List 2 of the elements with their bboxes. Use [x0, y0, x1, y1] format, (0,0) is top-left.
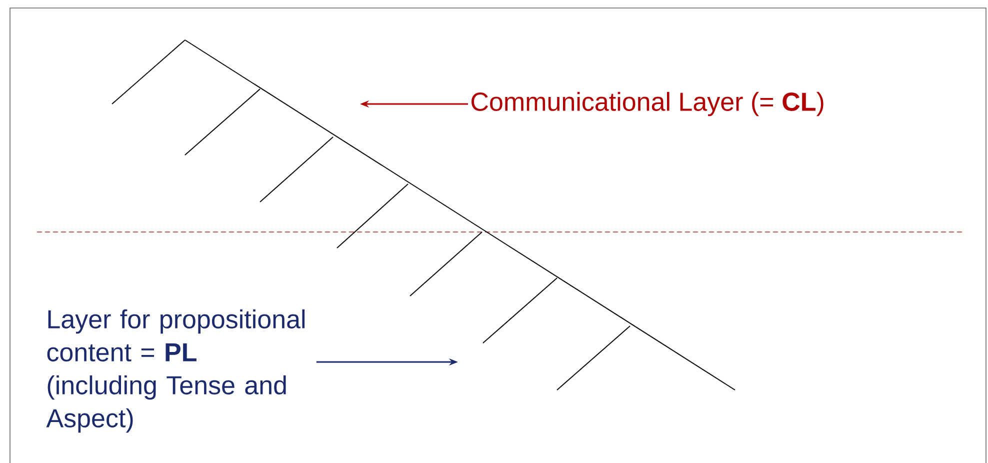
text-label: Layer for propositional content = PL (including Tense and Aspect) [46, 309, 305, 433]
text-label: Communicational Layer (= CL) [472, 92, 824, 116]
